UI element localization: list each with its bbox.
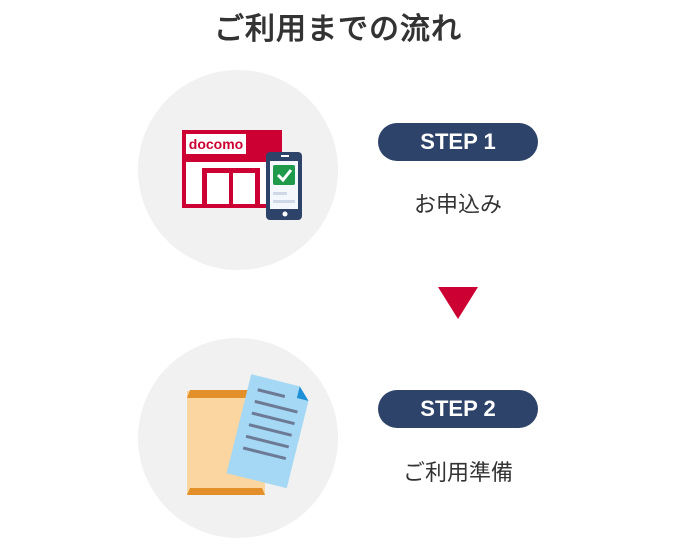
step1-illustration: docomo (138, 70, 338, 270)
step1-label: お申込み (413, 193, 502, 218)
page-title: ご利用までの流れ (214, 12, 462, 47)
step2-badge: STEP 2 (378, 390, 538, 428)
step2-illustration (138, 338, 338, 538)
docomo-logo: docomo (189, 136, 243, 152)
step1-badge: STEP 1 (378, 123, 538, 161)
step2-label: ご利用準備 (402, 461, 513, 486)
envelope-document-icon (187, 374, 309, 495)
down-triangle-icon (438, 287, 478, 319)
docomo-shop-smartphone-icon: docomo (182, 130, 302, 220)
